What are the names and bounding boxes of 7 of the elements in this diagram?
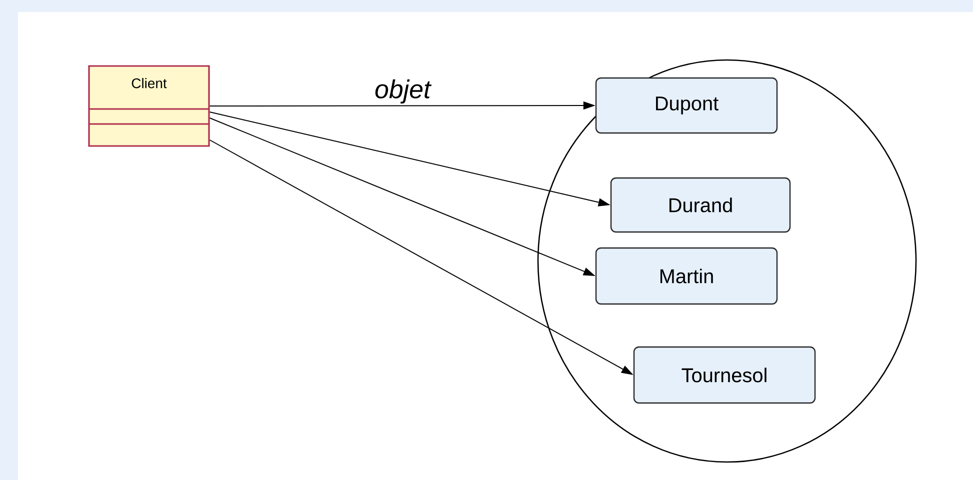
- object-box: Dupont: [595, 77, 778, 134]
- class-box: Client: [88, 65, 210, 147]
- ellipse: [537, 59, 917, 463]
- edge-label: objet: [374, 78, 432, 105]
- object-box: Tournesol: [633, 346, 816, 404]
- object-box: Durand: [610, 177, 791, 233]
- object-box: Martin: [595, 247, 778, 305]
